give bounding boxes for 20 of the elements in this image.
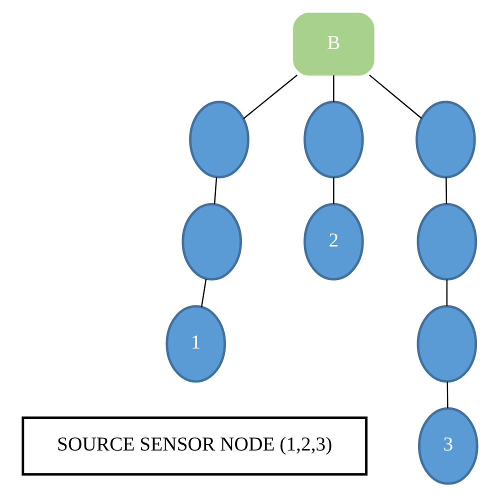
node-ellipse: [304, 100, 364, 178]
connector: [333, 177, 334, 204]
node-ellipse: [416, 202, 478, 280]
node-box: SOURCE SENSOR NODE (1,2,3): [22, 416, 368, 476]
connector: [333, 75, 334, 102]
node-ellipse: 1: [166, 305, 226, 383]
connector: [446, 177, 448, 204]
node-ellipse: [416, 305, 478, 383]
node-box: B: [293, 12, 374, 76]
connector: [243, 74, 298, 120]
node-ellipse: 2: [304, 202, 364, 280]
connector: [369, 74, 422, 119]
node-ellipse: [416, 100, 476, 178]
connector: [214, 177, 218, 204]
node-ellipse: 3: [418, 407, 478, 485]
connector: [200, 278, 207, 308]
node-ellipse: [189, 100, 250, 178]
connector: [446, 382, 448, 408]
node-ellipse: [182, 202, 242, 280]
connector: [446, 280, 448, 306]
